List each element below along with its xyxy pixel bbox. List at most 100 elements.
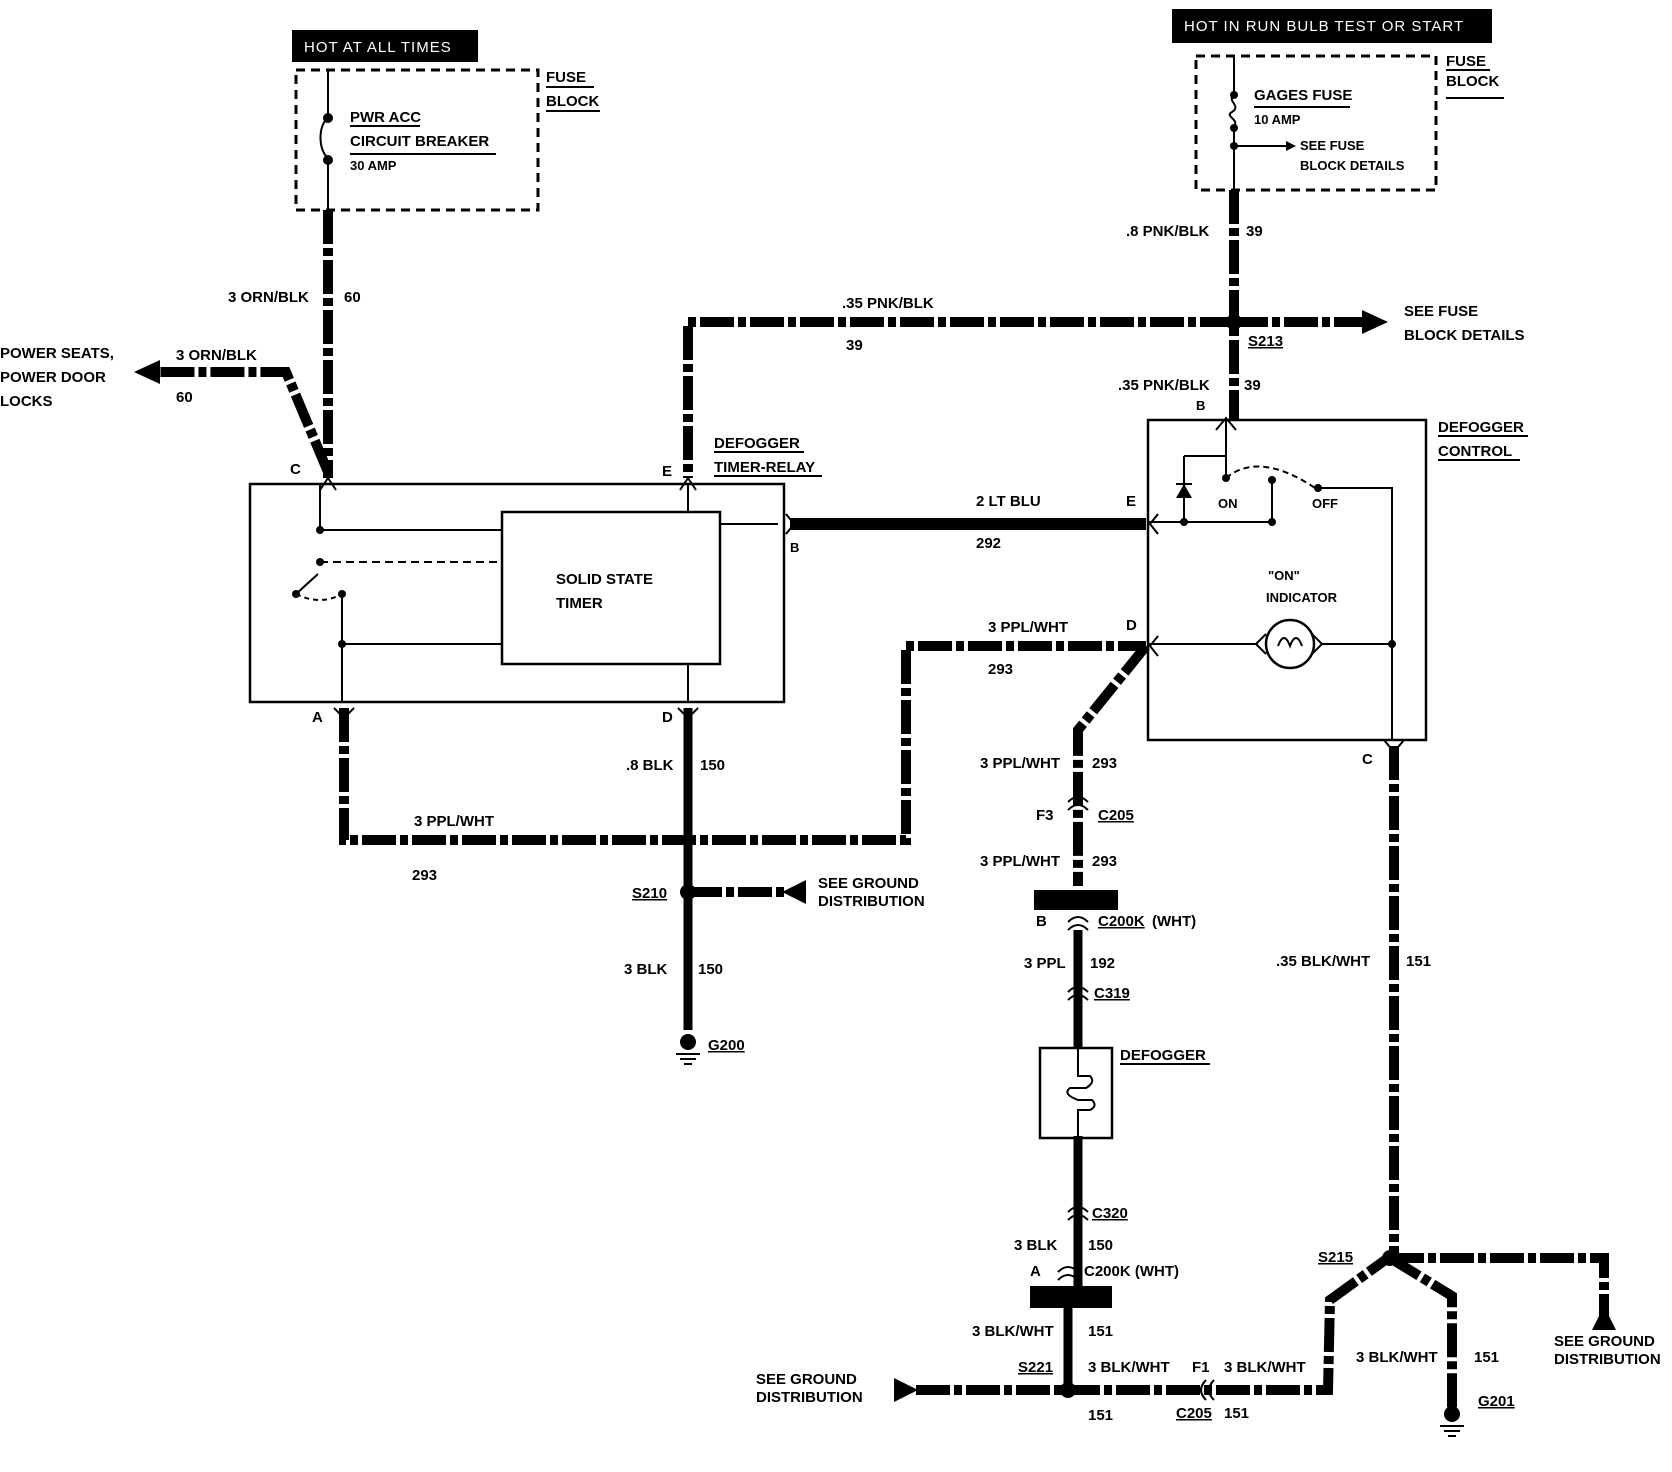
connector-c319 xyxy=(1067,986,1089,1001)
ground-g200-icon xyxy=(676,1034,700,1065)
svg-text:10 AMP: 10 AMP xyxy=(1254,112,1301,127)
svg-text:DISTRIBUTION: DISTRIBUTION xyxy=(1554,1351,1661,1368)
svg-text:151: 151 xyxy=(1406,953,1431,970)
svg-text:C205: C205 xyxy=(1176,1405,1212,1422)
svg-text:BLOCK DETAILS: BLOCK DETAILS xyxy=(1404,327,1525,344)
svg-text:2 LT BLU: 2 LT BLU xyxy=(976,493,1041,510)
arrow-right-icon xyxy=(1286,141,1296,151)
connector-c200k-top-ticks xyxy=(1067,916,1089,931)
svg-text:293: 293 xyxy=(1092,755,1117,772)
arrow-right-icon xyxy=(894,1378,918,1402)
svg-text:B: B xyxy=(790,540,799,555)
connector-c200k-bottom-ticks xyxy=(1057,1266,1079,1281)
wire-ppl-wht-293-loop xyxy=(339,641,1146,845)
svg-text:A: A xyxy=(312,709,323,726)
svg-text:C205: C205 xyxy=(1098,807,1134,824)
svg-text:.8 PNK/BLK: .8 PNK/BLK xyxy=(1126,223,1210,240)
svg-text:39: 39 xyxy=(1246,223,1263,240)
svg-text:HOT AT ALL TIMES: HOT AT ALL TIMES xyxy=(304,39,452,56)
svg-text:39: 39 xyxy=(1244,377,1261,394)
svg-text:ON: ON xyxy=(1218,496,1238,511)
defogger-element xyxy=(1038,1046,1114,1140)
svg-text:TIMER: TIMER xyxy=(556,595,603,612)
svg-text:3 ORN/BLK: 3 ORN/BLK xyxy=(176,347,257,364)
svg-text:3 BLK/WHT: 3 BLK/WHT xyxy=(1088,1359,1170,1376)
defogger-timer-relay: SOLID STATE TIMER xyxy=(248,482,786,704)
svg-text:C: C xyxy=(1362,751,1373,768)
svg-text:D: D xyxy=(662,709,673,726)
svg-text:CIRCUIT BREAKER: CIRCUIT BREAKER xyxy=(350,133,489,150)
splice-s213 xyxy=(1226,314,1242,330)
svg-text:(WHT): (WHT) xyxy=(1152,913,1196,930)
connector-c205-bottom xyxy=(1200,1379,1215,1401)
svg-text:C200K: C200K xyxy=(1098,913,1145,930)
wire-blk-wht-g201 xyxy=(1387,1253,1457,1410)
wire-blk-wht-horizontal xyxy=(916,1253,1391,1395)
wire-pnk-blk-35-top xyxy=(683,317,1234,478)
svg-text:D: D xyxy=(1126,617,1137,634)
svg-text:CONTROL: CONTROL xyxy=(1438,443,1512,460)
svg-text:3 PPL: 3 PPL xyxy=(1024,955,1066,972)
svg-text:150: 150 xyxy=(698,961,723,978)
indicator-lamp-icon xyxy=(1255,618,1323,670)
svg-text:C200K (WHT): C200K (WHT) xyxy=(1084,1263,1179,1280)
svg-text:.35 PNK/BLK: .35 PNK/BLK xyxy=(842,295,934,312)
hot-in-run-header: HOT IN RUN BULB TEST OR START xyxy=(1172,9,1492,43)
svg-text:LOCKS: LOCKS xyxy=(0,393,53,410)
switch-icon xyxy=(1225,465,1319,491)
svg-text:B: B xyxy=(1196,398,1205,413)
arrow-up-icon xyxy=(1592,1306,1616,1330)
svg-text:E: E xyxy=(1126,493,1136,510)
svg-text:INDICATOR: INDICATOR xyxy=(1266,590,1338,605)
svg-text:192: 192 xyxy=(1090,955,1115,972)
svg-text:3 BLK/WHT: 3 BLK/WHT xyxy=(1356,1349,1438,1366)
svg-text:3 BLK: 3 BLK xyxy=(624,961,668,978)
svg-text:G200: G200 xyxy=(708,1037,745,1054)
svg-text:293: 293 xyxy=(412,867,437,884)
svg-text:39: 39 xyxy=(846,337,863,354)
svg-text:60: 60 xyxy=(344,289,361,306)
svg-text:C319: C319 xyxy=(1094,985,1130,1002)
connector-c205-top xyxy=(1067,796,1089,811)
svg-text:DISTRIBUTION: DISTRIBUTION xyxy=(818,893,925,910)
connector-c200k-top xyxy=(1034,890,1118,910)
svg-text:S215: S215 xyxy=(1318,1249,1353,1266)
svg-text:GAGES FUSE: GAGES FUSE xyxy=(1254,87,1352,104)
connector-c200k-bottom xyxy=(1030,1286,1112,1308)
svg-text:.35 PNK/BLK: .35 PNK/BLK xyxy=(1118,377,1210,394)
svg-text:SEE GROUND: SEE GROUND xyxy=(756,1371,857,1388)
svg-text:3 ORN/BLK: 3 ORN/BLK xyxy=(228,289,309,306)
svg-text:POWER DOOR: POWER DOOR xyxy=(0,369,106,386)
splice-s221 xyxy=(1060,1382,1076,1398)
svg-text:3 PPL/WHT: 3 PPL/WHT xyxy=(988,619,1068,636)
svg-text:BLOCK: BLOCK xyxy=(1446,73,1499,90)
svg-text:3 PPL/WHT: 3 PPL/WHT xyxy=(980,853,1060,870)
svg-text:293: 293 xyxy=(988,661,1013,678)
svg-text:G201: G201 xyxy=(1478,1393,1515,1410)
svg-text:151: 151 xyxy=(1088,1407,1113,1424)
svg-text:HOT IN RUN BULB TEST OR START: HOT IN RUN BULB TEST OR START xyxy=(1184,18,1464,35)
svg-text:FUSE: FUSE xyxy=(1446,53,1486,70)
wire-to-ground-c xyxy=(1390,1253,1609,1318)
right-fuse-block: FUSE BLOCK GAGES FUSE 10 AMP SEE FUSE BL… xyxy=(1194,53,1504,192)
svg-text:151: 151 xyxy=(1474,1349,1499,1366)
svg-text:SEE FUSE: SEE FUSE xyxy=(1300,138,1365,153)
svg-text:BLOCK: BLOCK xyxy=(546,93,599,110)
left-fuse-block: FUSE BLOCK PWR ACC CIRCUIT BREAKER 30 AM… xyxy=(294,68,600,212)
svg-text:BLOCK DETAILS: BLOCK DETAILS xyxy=(1300,158,1405,173)
diode-icon xyxy=(1176,484,1192,498)
defogger-control: ON OFF "ON" INDICATOR xyxy=(1146,418,1428,742)
svg-text:F3: F3 xyxy=(1036,807,1054,824)
svg-text:150: 150 xyxy=(1088,1237,1113,1254)
svg-text:3 BLK/WHT: 3 BLK/WHT xyxy=(1224,1359,1306,1376)
wire-ppl-wht-293-vertical xyxy=(1073,642,1150,886)
svg-text:A: A xyxy=(1030,1263,1041,1280)
svg-text:DISTRIBUTION: DISTRIBUTION xyxy=(756,1389,863,1406)
svg-text:3 PPL/WHT: 3 PPL/WHT xyxy=(980,755,1060,772)
fuse-icon xyxy=(1228,56,1237,190)
svg-text:"ON": "ON" xyxy=(1268,568,1300,583)
svg-text:SEE GROUND: SEE GROUND xyxy=(1554,1333,1655,1350)
hot-at-all-times-header: HOT AT ALL TIMES xyxy=(292,30,478,62)
svg-text:3 BLK/WHT: 3 BLK/WHT xyxy=(972,1323,1054,1340)
